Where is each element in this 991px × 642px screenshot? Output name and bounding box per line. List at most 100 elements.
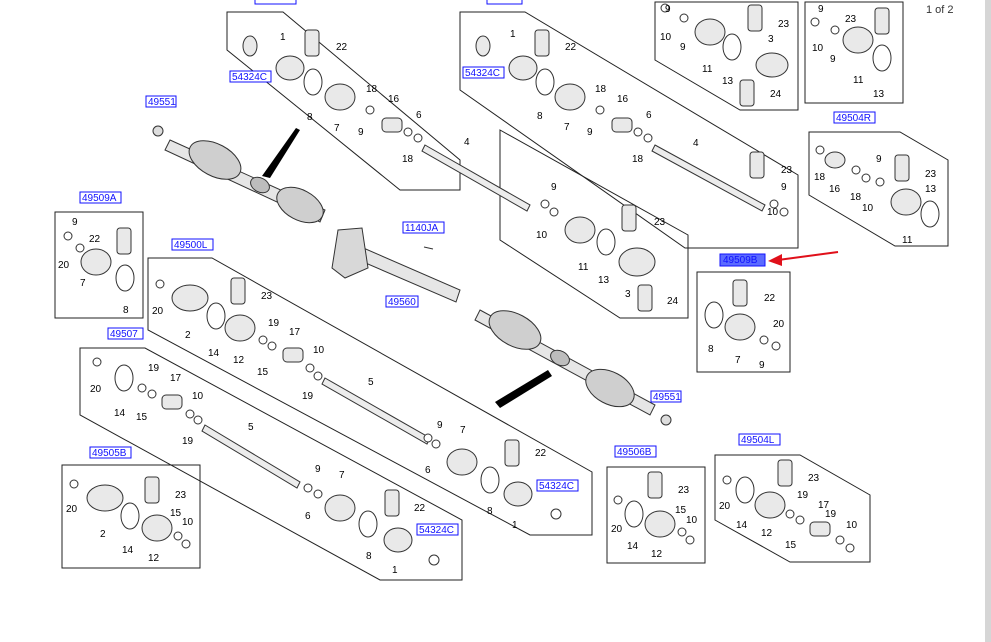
code-box-top-a: [254, 0, 297, 5]
ring-49509a: [115, 264, 135, 292]
ring-small: [267, 341, 277, 351]
code-box-49507: [107, 327, 144, 340]
code-49500l[interactable]: 49500L: [174, 240, 208, 251]
ring-small: [303, 483, 313, 493]
part-num: 7: [735, 355, 741, 366]
frame-49509b: [696, 271, 791, 373]
part-num: 13: [873, 89, 885, 100]
ring-small: [779, 207, 789, 217]
boot-top-mid: [554, 83, 586, 111]
boot-49506b: [644, 510, 676, 538]
part-num: 20: [58, 260, 70, 271]
vertical-scrollbar[interactable]: [985, 0, 991, 642]
part-num: 14: [627, 541, 639, 552]
code-49509a[interactable]: 49509A: [82, 193, 117, 204]
part-num: 18: [632, 154, 644, 165]
ring-small: [63, 231, 73, 241]
part-num: 16: [829, 184, 841, 195]
ring-small: [313, 371, 323, 381]
part-num: 8: [366, 551, 372, 562]
code-49504l[interactable]: 49504L: [741, 435, 775, 446]
code-54324c-d[interactable]: 54324C: [419, 525, 454, 536]
part-num: 20: [152, 306, 164, 317]
part-num: 9: [551, 182, 557, 193]
ring-small: [540, 199, 550, 209]
ring-small: [769, 199, 779, 209]
frame-49504r: [808, 131, 949, 247]
ring-small: [633, 127, 643, 137]
grease-49509a: [116, 227, 132, 255]
part-num: 23: [261, 291, 273, 302]
part-num: 1: [512, 520, 518, 531]
highlight-arrow: [768, 251, 839, 266]
nut-lower: [660, 414, 672, 426]
ring-small: [550, 508, 562, 520]
code-49507[interactable]: 49507: [110, 329, 138, 340]
ring-small: [173, 531, 183, 541]
joint-upper-left-b: [276, 186, 324, 224]
part-num: 2: [100, 529, 106, 540]
part-num: 13: [925, 184, 937, 195]
part-num: 16: [388, 94, 400, 105]
part-num: 9: [315, 464, 321, 475]
code-54324c-c[interactable]: 54324C: [539, 481, 574, 492]
joint-top-left: [275, 55, 305, 81]
part-num: 10: [812, 43, 824, 54]
code-54324c-a[interactable]: 54324C: [232, 72, 267, 83]
part-num: 23: [654, 217, 666, 228]
ring-small: [92, 357, 102, 367]
boot-49504r: [890, 188, 922, 216]
ring-small: [875, 177, 885, 187]
part-num: 23: [778, 19, 790, 30]
part-num: 15: [257, 367, 269, 378]
ring-long-right: [596, 228, 616, 256]
code-54324c-b[interactable]: 54324C: [465, 68, 500, 79]
part-num: 20: [90, 384, 102, 395]
part-num: 18: [366, 84, 378, 95]
ring-small: [815, 145, 825, 155]
code-49560[interactable]: 49560: [388, 297, 416, 308]
part-num: 8: [487, 506, 493, 517]
part-num: 22: [89, 234, 101, 245]
ring-small: [861, 173, 871, 183]
ring-small: [75, 243, 85, 253]
ring-small: [771, 341, 781, 351]
damper-49504r: [824, 151, 846, 169]
ring-49506b: [624, 500, 644, 528]
part-num: 19: [825, 509, 837, 520]
code-1140ja[interactable]: 1140JA: [405, 223, 439, 234]
ring-small: [679, 13, 689, 23]
part-num: 18: [402, 154, 414, 165]
part-num: 8: [708, 344, 714, 355]
damper-49500l: [282, 347, 304, 363]
ring-small: [685, 535, 695, 545]
grease-49507: [384, 489, 400, 517]
ring-small: [305, 363, 315, 373]
code-49506b[interactable]: 49506B: [617, 447, 652, 458]
part-num: 10: [313, 345, 325, 356]
boot-49500l: [224, 314, 256, 342]
grease-49500l: [230, 277, 246, 305]
ring-small: [155, 279, 165, 289]
callout-wedge-upper: [262, 128, 300, 178]
boot-49509a: [80, 248, 112, 276]
part-num: 1: [280, 32, 286, 43]
joint-lower-right-a: [488, 310, 542, 350]
part-num: 23: [845, 14, 857, 25]
grease-49504r: [894, 154, 910, 182]
ring-small: [851, 165, 861, 175]
ring-49504l: [735, 476, 755, 504]
ring-small: [549, 207, 559, 217]
code-box-49509b[interactable]: [719, 253, 766, 267]
code-49509b[interactable]: 49509B: [723, 255, 758, 266]
code-49504r[interactable]: 49504R: [836, 113, 871, 124]
part-num: 20: [719, 501, 731, 512]
code-49505b[interactable]: 49505B: [92, 448, 127, 459]
grease-long-right-24: [637, 284, 653, 312]
joint-49505b: [86, 484, 124, 512]
joint-upper-left-a: [188, 140, 242, 180]
code-49551-lower[interactable]: 49551: [653, 392, 681, 403]
code-49551-upper[interactable]: 49551: [148, 97, 176, 108]
joint-top-mid: [508, 55, 538, 81]
part-num: 17: [818, 500, 830, 511]
